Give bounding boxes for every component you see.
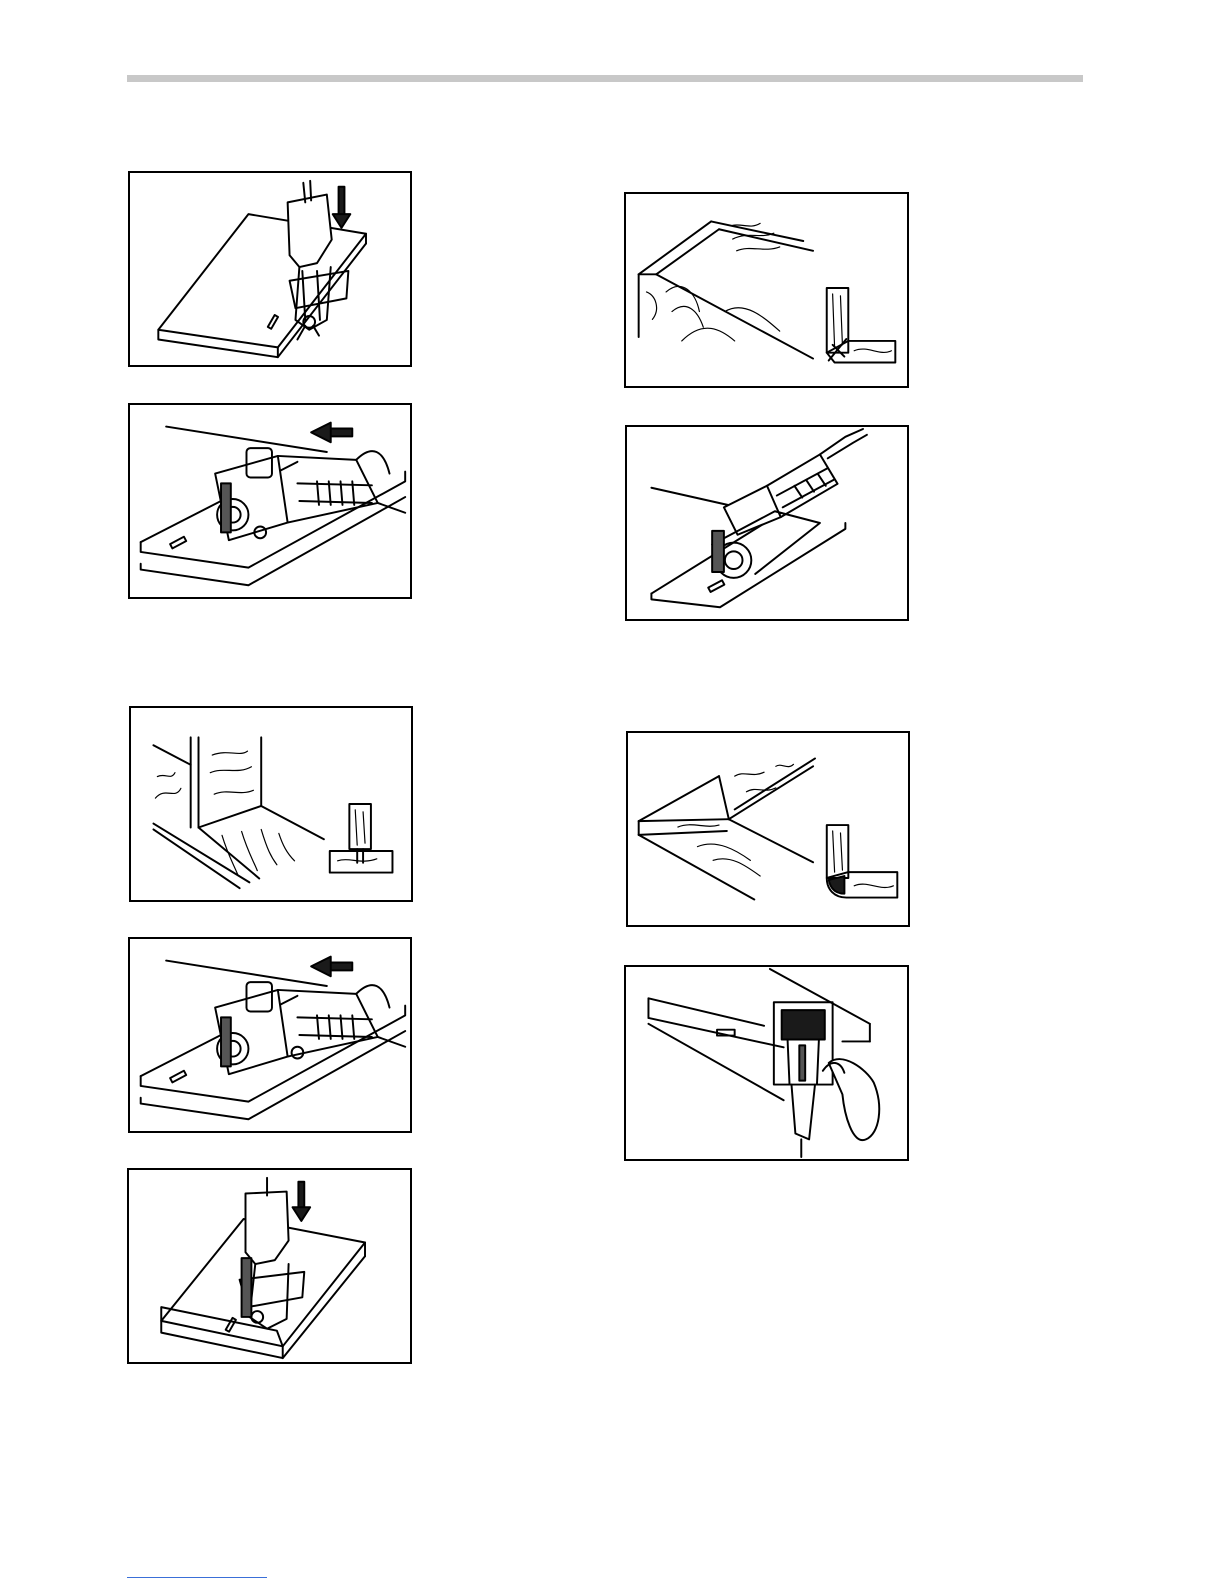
figure-miter-cut bbox=[625, 425, 909, 621]
biscuit-joiner-top-view-icon bbox=[626, 967, 907, 1159]
t-joint-icon bbox=[131, 708, 411, 900]
biscuit-joiner-plunge-down-icon bbox=[130, 173, 410, 365]
figure-miter-joint bbox=[624, 192, 909, 388]
biscuit-joiner-edge-cut-icon bbox=[130, 939, 410, 1131]
corner-joint-icon bbox=[628, 733, 908, 925]
biscuit-joiner-edge-cut-icon bbox=[130, 405, 410, 597]
miter-joint-icon bbox=[626, 194, 907, 386]
figure-edge-cut-2 bbox=[128, 937, 412, 1133]
figure-plunge-down bbox=[128, 171, 412, 367]
footer-link-underline[interactable] bbox=[127, 1577, 267, 1578]
figure-edge-cut bbox=[128, 403, 412, 599]
figure-t-joint bbox=[129, 706, 413, 902]
biscuit-joiner-miter-cut-icon bbox=[627, 427, 907, 619]
figure-top-view bbox=[624, 965, 909, 1161]
figure-corner-joint bbox=[626, 731, 910, 927]
figure-plunge-down-2 bbox=[127, 1168, 412, 1364]
biscuit-joiner-plunge-down-icon bbox=[129, 1170, 410, 1362]
header-rule bbox=[127, 75, 1083, 82]
